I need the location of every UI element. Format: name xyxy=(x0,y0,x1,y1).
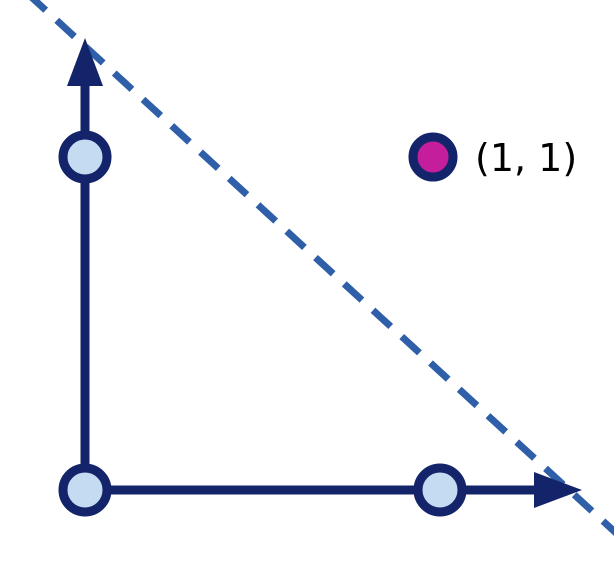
x-axis xyxy=(83,472,582,508)
point-origin xyxy=(58,463,112,517)
data-points xyxy=(58,130,467,517)
legend-point-icon xyxy=(408,132,458,182)
x-axis-arrowhead-icon xyxy=(534,472,582,508)
y-axis-arrowhead-icon xyxy=(67,38,103,86)
point-on-x-axis xyxy=(413,463,467,517)
point-on-y-axis xyxy=(58,130,112,184)
y-axis xyxy=(67,38,103,492)
legend-label: (1, 1) xyxy=(475,136,577,180)
legend: (1, 1) xyxy=(408,132,577,182)
dashed-line xyxy=(29,0,614,536)
